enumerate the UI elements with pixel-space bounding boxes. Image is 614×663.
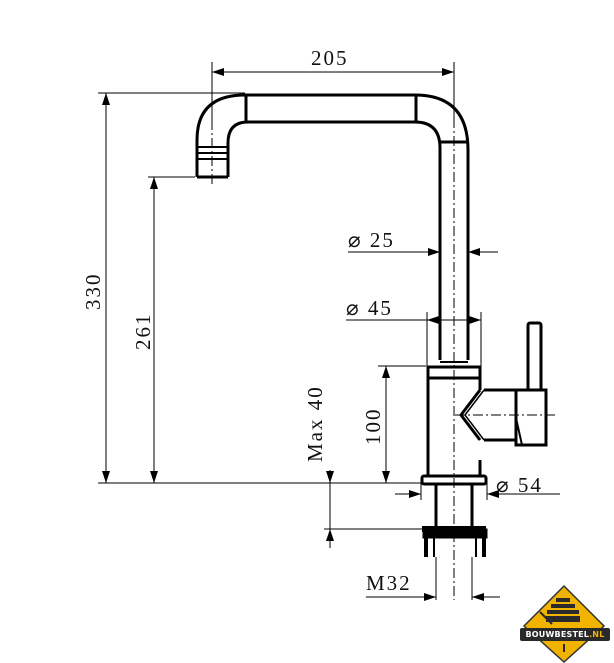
brand-name: BOUWBESTEL bbox=[525, 630, 590, 639]
dim-body-height: 100 bbox=[361, 408, 385, 446]
dim-thread: M32 bbox=[366, 571, 412, 595]
dim-body-diameter: ⌀ 45 bbox=[346, 296, 393, 320]
bouwbestel-logo bbox=[522, 584, 606, 663]
dim-spout-reach: 205 bbox=[311, 46, 349, 70]
faucet-outline bbox=[195, 93, 548, 557]
pickaxe-icon bbox=[539, 611, 553, 625]
brand-tld: .NL bbox=[589, 630, 605, 639]
bouwbestel-logo-label: BOUWBESTEL.NL bbox=[520, 628, 610, 641]
dimension-lines bbox=[98, 62, 560, 601]
dim-base-diameter: ⌀ 54 bbox=[496, 473, 543, 497]
dim-total-height: 330 bbox=[81, 273, 105, 311]
dim-max-countertop: Max 40 bbox=[303, 385, 327, 462]
brick-wall-icon bbox=[546, 598, 580, 622]
dim-tube-diameter: ⌀ 25 bbox=[348, 228, 395, 252]
center-lines bbox=[211, 118, 555, 600]
dim-outlet-height: 261 bbox=[131, 313, 155, 351]
